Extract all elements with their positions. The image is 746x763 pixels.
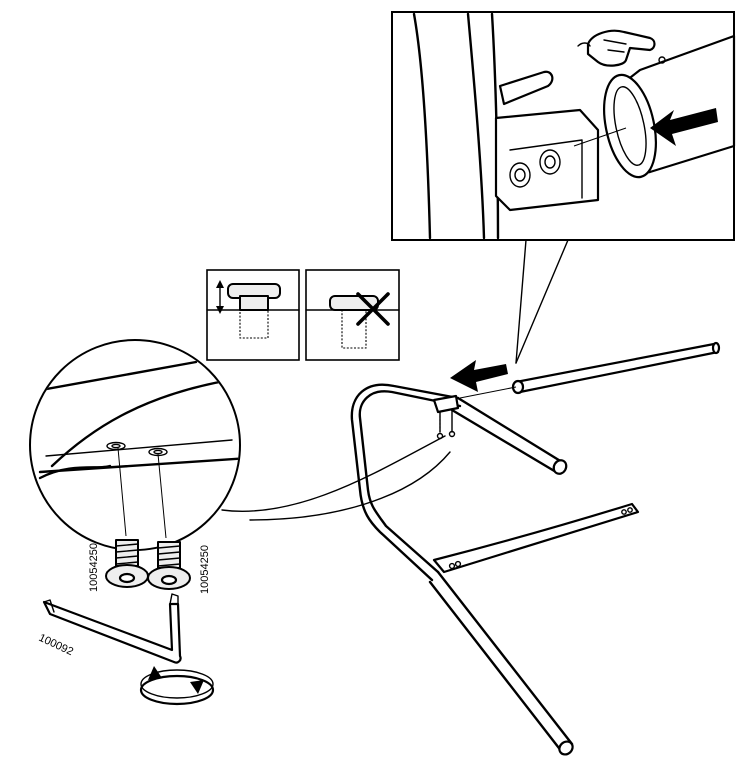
insert-arrow-zoom	[650, 108, 718, 146]
chair-frame	[350, 383, 640, 756]
rotate-clockwise-icon	[139, 666, 215, 706]
circle-detail-connector	[221, 435, 451, 521]
crossbar-rod	[459, 341, 721, 399]
bolt-check-correct-panel	[206, 269, 300, 361]
bolt-left-icon	[105, 539, 149, 588]
pointing-hand-icon	[577, 29, 656, 67]
allen-key-code: 100092	[37, 632, 75, 658]
allen-key-icon	[42, 593, 182, 664]
bolt-right-icon	[147, 541, 191, 590]
bolt-check-incorrect-panel	[305, 269, 400, 361]
circle-detail	[29, 339, 241, 551]
x-mark-icon	[356, 292, 390, 326]
bolt-right-code: 10054250	[199, 545, 211, 594]
arrow-left-icon	[450, 360, 508, 392]
bolt-left-code: 10054250	[88, 543, 100, 592]
zoom-detail-connector	[515, 239, 569, 364]
